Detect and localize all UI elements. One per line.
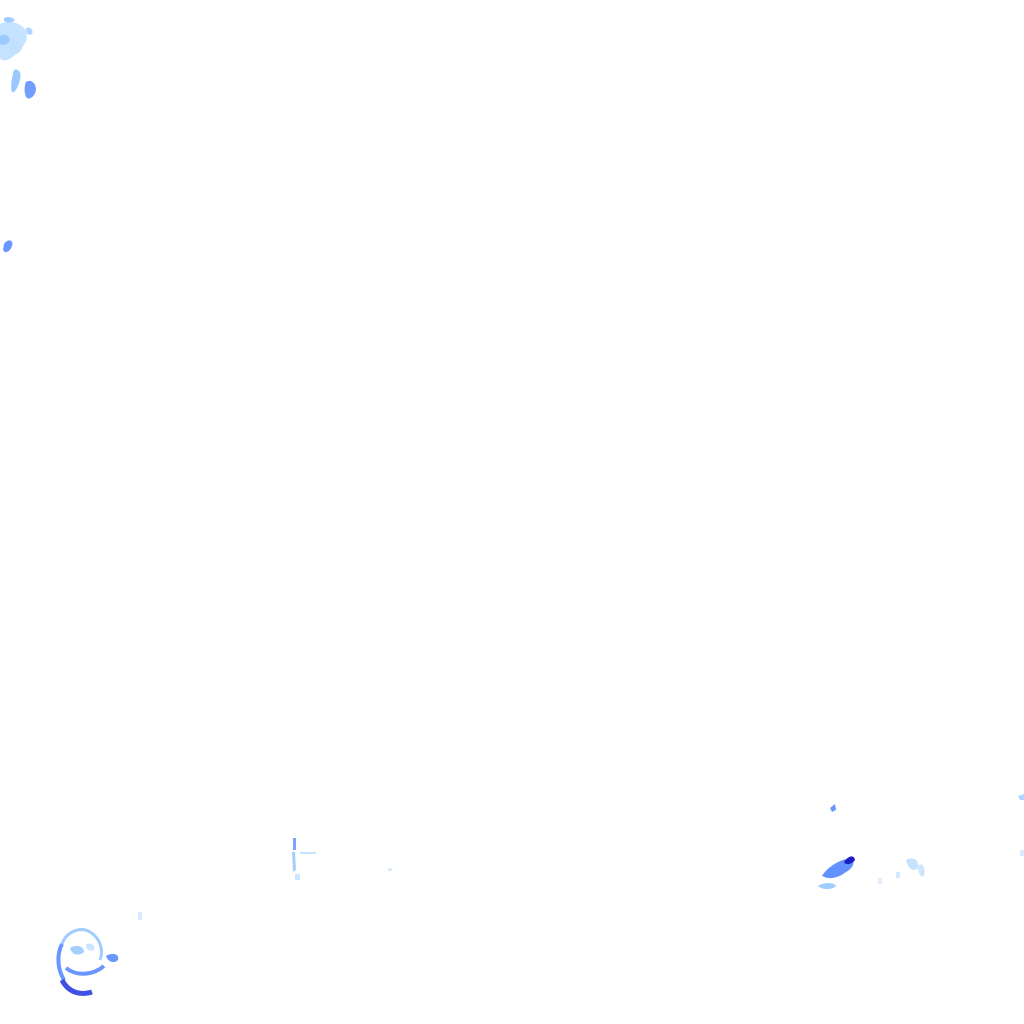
echo-blob <box>293 838 296 850</box>
echo-blob <box>896 872 900 878</box>
echo-blob <box>56 943 66 982</box>
echo-blob <box>11 69 21 93</box>
echo-blob <box>60 928 104 961</box>
echo-blob <box>59 978 93 996</box>
echo-blob <box>0 34 10 45</box>
echo-blob <box>292 852 296 872</box>
echo-blob <box>138 912 142 920</box>
echo-blob <box>106 953 119 963</box>
echo-blob <box>295 874 300 880</box>
echo-blob <box>878 878 882 884</box>
echo-blob <box>86 943 95 951</box>
echo-bottom-right-cell <box>818 804 855 889</box>
echo-top-left-cluster <box>0 16 36 99</box>
echo-blob <box>70 945 84 955</box>
echo-bottom-right-wisps <box>878 794 1024 884</box>
echo-blob <box>1020 850 1024 856</box>
echo-blob <box>26 27 33 35</box>
echo-blob <box>4 16 15 23</box>
echo-blob <box>10 39 22 55</box>
echo-blob <box>3 240 13 253</box>
echo-blob <box>818 883 836 889</box>
echo-blob <box>388 868 392 871</box>
echo-blob <box>844 856 855 865</box>
echo-blob <box>24 80 36 99</box>
echo-blob <box>1018 794 1024 800</box>
echo-blob <box>300 852 316 854</box>
echo-blob <box>906 858 919 870</box>
echo-blob <box>918 864 925 877</box>
echo-bottom-left-ring <box>56 912 142 996</box>
echo-left-edge-speck <box>3 240 13 253</box>
echo-mid-bottom-streaks <box>292 838 392 880</box>
echo-blob <box>64 964 106 976</box>
echo-blob <box>830 804 836 812</box>
